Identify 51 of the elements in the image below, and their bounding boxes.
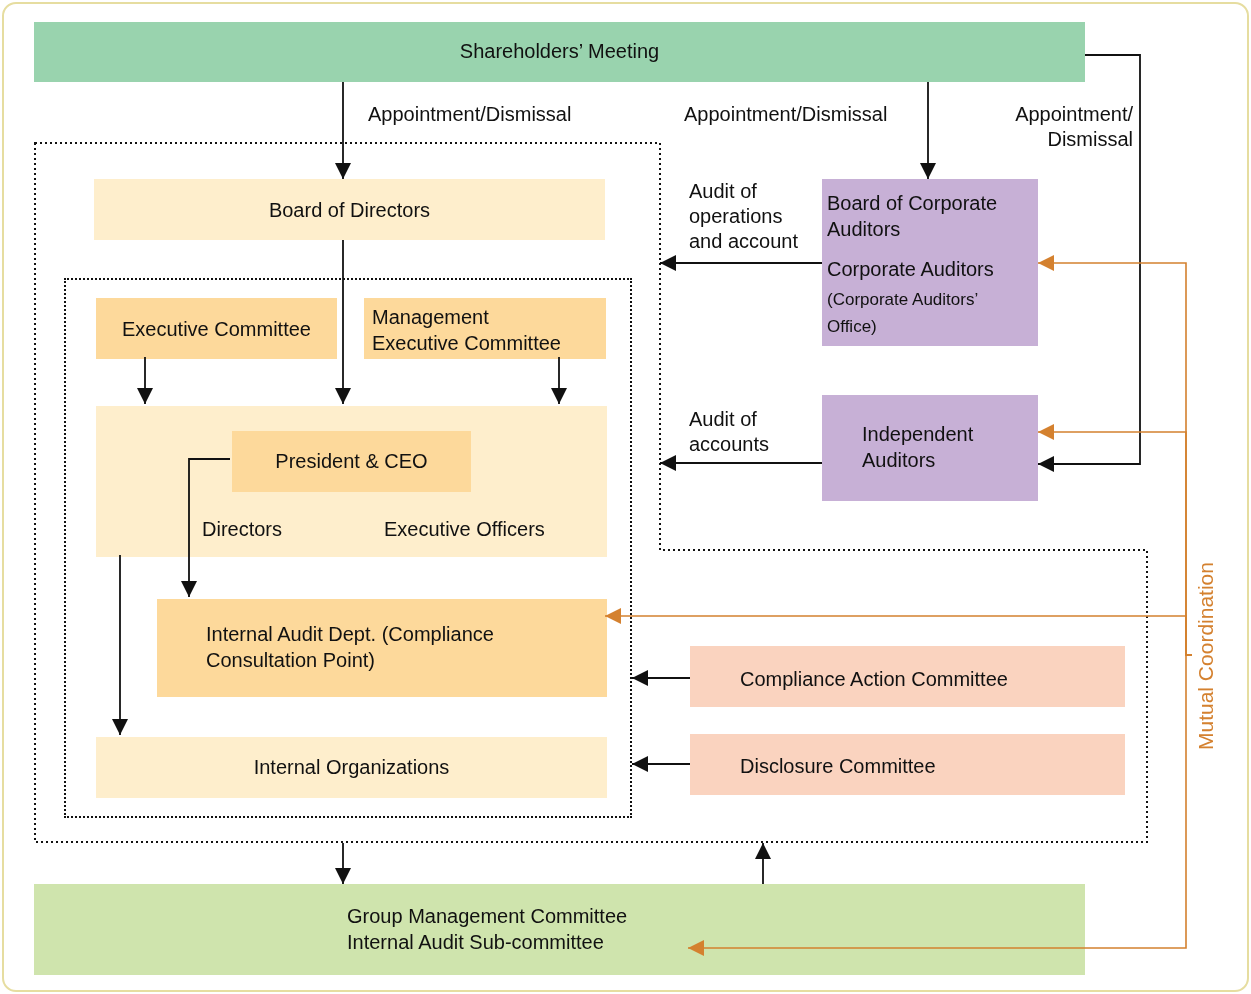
- organization-box: [34, 884, 1085, 975]
- arrow: [687, 654, 1193, 956]
- organization-box: [34, 22, 1085, 82]
- edge-label: Audit of accounts: [689, 407, 771, 457]
- arrow: [659, 455, 823, 471]
- arrow: [631, 756, 691, 772]
- organization-box: [232, 431, 471, 492]
- arrow: [1037, 54, 1141, 472]
- organization-box: [690, 646, 1125, 707]
- box-label: Internal Audit Dept. (Compliance Consultation Point): [206, 622, 495, 673]
- edge-label: Appointment/Dismissal: [684, 102, 889, 127]
- box-label: Shareholders’ Meeting: [458, 39, 661, 64]
- edge-label: Appointment/ Dismissal: [1014, 102, 1133, 152]
- arrow: [920, 81, 936, 180]
- dotted-group-border: [64, 278, 632, 818]
- arrow: [631, 670, 691, 686]
- arrow: [112, 554, 128, 736]
- organization-box: [822, 395, 1038, 501]
- arrow: [181, 458, 231, 598]
- arrow: [335, 81, 351, 180]
- arrow: [659, 255, 823, 271]
- arrow: [335, 842, 351, 885]
- coordination-label: Mutual Coordination: [1192, 545, 1220, 767]
- box-label: Executive Committee: [121, 317, 312, 342]
- box-label: Board of Directors: [267, 198, 432, 223]
- box-label: Independent Auditors: [862, 422, 975, 473]
- officers-band: [96, 406, 607, 557]
- arrow: [755, 842, 771, 885]
- box-label: Internal Organizations: [252, 755, 451, 780]
- box-label: Compliance Action Committee: [740, 667, 1009, 692]
- organization-box: [157, 599, 607, 697]
- arrow: [551, 356, 567, 405]
- box-label: Board of Corporate Auditors: [827, 191, 999, 242]
- box-label: Management Executive Committee: [372, 305, 562, 356]
- box-label: Executive Officers: [384, 517, 546, 542]
- organization-box: [96, 737, 607, 798]
- organization-box: [94, 179, 605, 240]
- organization-box: [96, 298, 337, 359]
- edge-label: Appointment/Dismissal: [368, 102, 573, 127]
- organization-box: [364, 298, 606, 359]
- edge-label: Audit of operations and account: [689, 179, 799, 254]
- box-label: Corporate Auditors: [827, 257, 995, 282]
- box-label: Disclosure Committee: [740, 754, 937, 779]
- organization-box: [690, 734, 1125, 795]
- box-label: President & CEO: [274, 449, 429, 474]
- box-label: (Corporate Auditors’ Office): [827, 289, 979, 338]
- organization-box: [822, 179, 1038, 346]
- box-label: Directors: [202, 517, 283, 542]
- arrow: [335, 239, 351, 405]
- arrow: [137, 356, 153, 405]
- box-label: Group Management Committee Internal Audit Sub-committee: [347, 904, 629, 955]
